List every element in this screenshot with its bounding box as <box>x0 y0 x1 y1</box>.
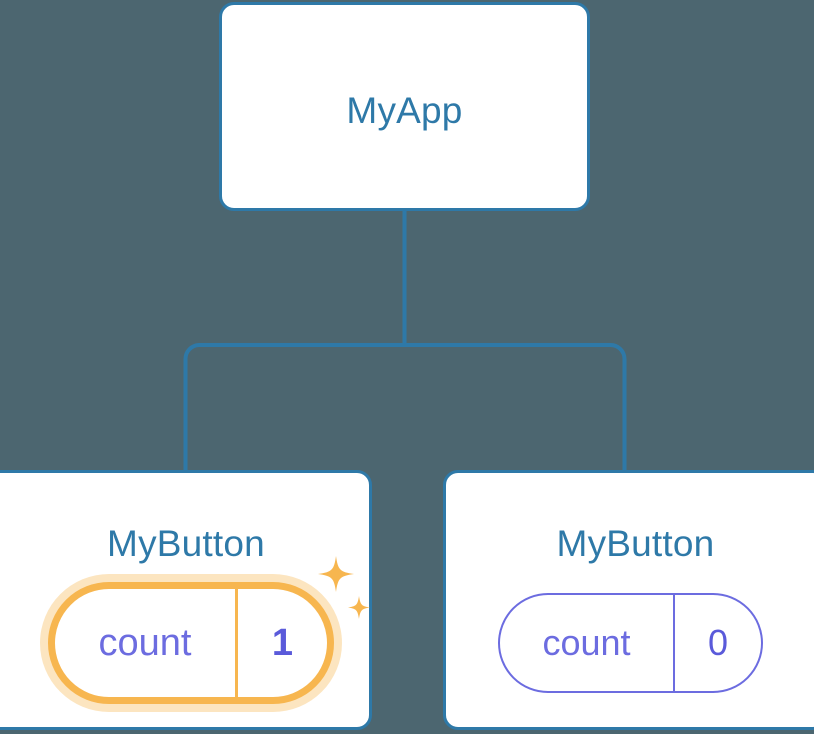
node-title-myapp: MyApp <box>346 90 463 131</box>
state-value-right: 0 <box>673 595 761 691</box>
node-title-mybutton-left: MyButton <box>107 523 265 564</box>
state-pill-left[interactable]: count 1 <box>48 582 334 704</box>
node-title-mybutton-right: MyButton <box>556 523 715 564</box>
state-key-left: count <box>98 621 192 664</box>
node-card-mybutton-right[interactable]: MyButton count 0 <box>443 470 814 730</box>
state-key-right: count <box>542 622 631 663</box>
node-card-myapp[interactable]: MyApp <box>219 2 590 211</box>
node-card-mybutton-left[interactable]: MyButton count 1 <box>0 470 372 730</box>
state-pill-right[interactable]: count 0 <box>498 593 763 693</box>
state-value-left: 1 <box>235 589 327 697</box>
edge-bus-left <box>183 343 405 470</box>
edge-bus-right <box>404 343 627 470</box>
